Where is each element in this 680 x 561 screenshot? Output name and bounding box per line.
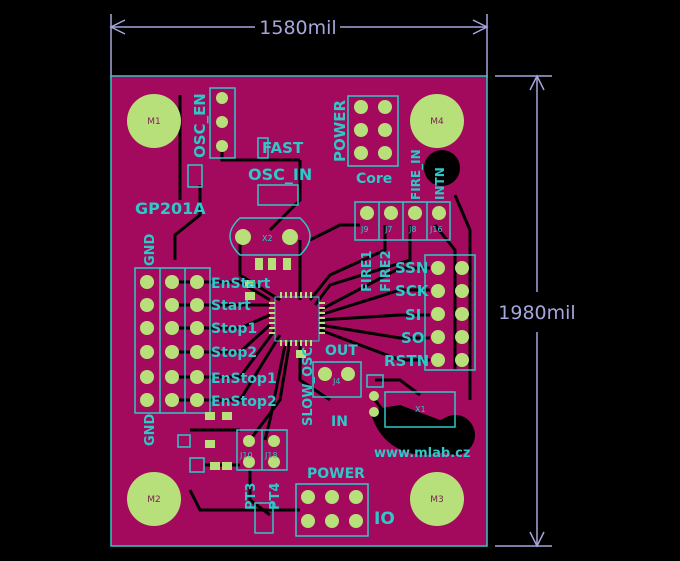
enstop2-label: EnStop2 — [211, 394, 277, 410]
mounting-hole-m1-label: M1 — [147, 117, 161, 127]
rstn-label: RSTN — [384, 352, 429, 370]
mounting-hole-m4-label: M4 — [430, 117, 444, 127]
smd-components — [205, 258, 325, 470]
gnd-top-label: GND — [143, 233, 158, 266]
sck-label: SCK — [395, 282, 430, 300]
stop2-label: Stop2 — [211, 345, 257, 361]
pt4-label: PT4 — [268, 483, 283, 510]
connector-ref-j16: J16 — [429, 225, 443, 234]
x2-label: X2 — [262, 234, 273, 243]
out-label: OUT — [325, 343, 358, 359]
in-label: IN — [331, 414, 348, 430]
dimension-width — [109, 14, 489, 78]
through-hole-pads — [140, 92, 469, 528]
connector-ref-j8: J8 — [408, 225, 416, 234]
enstop1-label: EnStop1 — [211, 371, 277, 387]
pt3-label: PT3 — [244, 483, 259, 510]
fire1-label: FIRE1 — [360, 250, 375, 292]
copper-traces — [170, 95, 472, 517]
fast-label: FAST — [262, 139, 304, 157]
intn-label: INTN — [433, 167, 447, 200]
x1-label: X1 — [415, 405, 426, 414]
fire-in-label: FIRE_IN — [409, 149, 424, 200]
width-dimension-label: 1580mil — [259, 17, 336, 39]
power-bottom-label: POWER — [307, 466, 365, 482]
stop1-label: Stop1 — [211, 321, 257, 337]
enstart-label: EnStart — [211, 276, 271, 292]
connector-ref-j10: J10 — [239, 451, 253, 460]
si-label: SI — [405, 306, 421, 324]
start-label: Start — [211, 298, 251, 314]
mounting-hole-m2-label: M2 — [147, 495, 161, 505]
osc-en-label: OSC_EN — [191, 93, 209, 158]
connector-ref-j9: J9 — [360, 225, 368, 234]
website-label: www.mlab.cz — [374, 446, 470, 461]
gp201a-label: GP201A — [135, 199, 206, 218]
ssn-label: SSN — [395, 259, 429, 277]
gnd-bottom-label: GND — [143, 413, 158, 446]
fire2-label: FIRE2 — [379, 250, 394, 292]
j4-label: J4 — [332, 377, 340, 386]
slow-osc-label: SLOW_OSC — [301, 347, 316, 426]
power-top-label: POWER — [331, 99, 349, 162]
core-label: Core — [356, 171, 392, 187]
mounting-hole-m3-label: M3 — [430, 495, 444, 505]
osc-in-label: OSC_IN — [248, 165, 312, 184]
dimension-height — [495, 74, 552, 548]
so-label: SO — [401, 329, 425, 347]
height-dimension-label: 1980mil — [498, 302, 575, 324]
copper-clearance — [370, 150, 475, 455]
silkscreen-outlines — [134, 87, 476, 537]
connector-ref-j18: J18 — [264, 451, 278, 460]
mounting-holes — [127, 94, 464, 526]
connector-ref-j7: J7 — [384, 225, 392, 234]
io-label: IO — [374, 509, 395, 529]
